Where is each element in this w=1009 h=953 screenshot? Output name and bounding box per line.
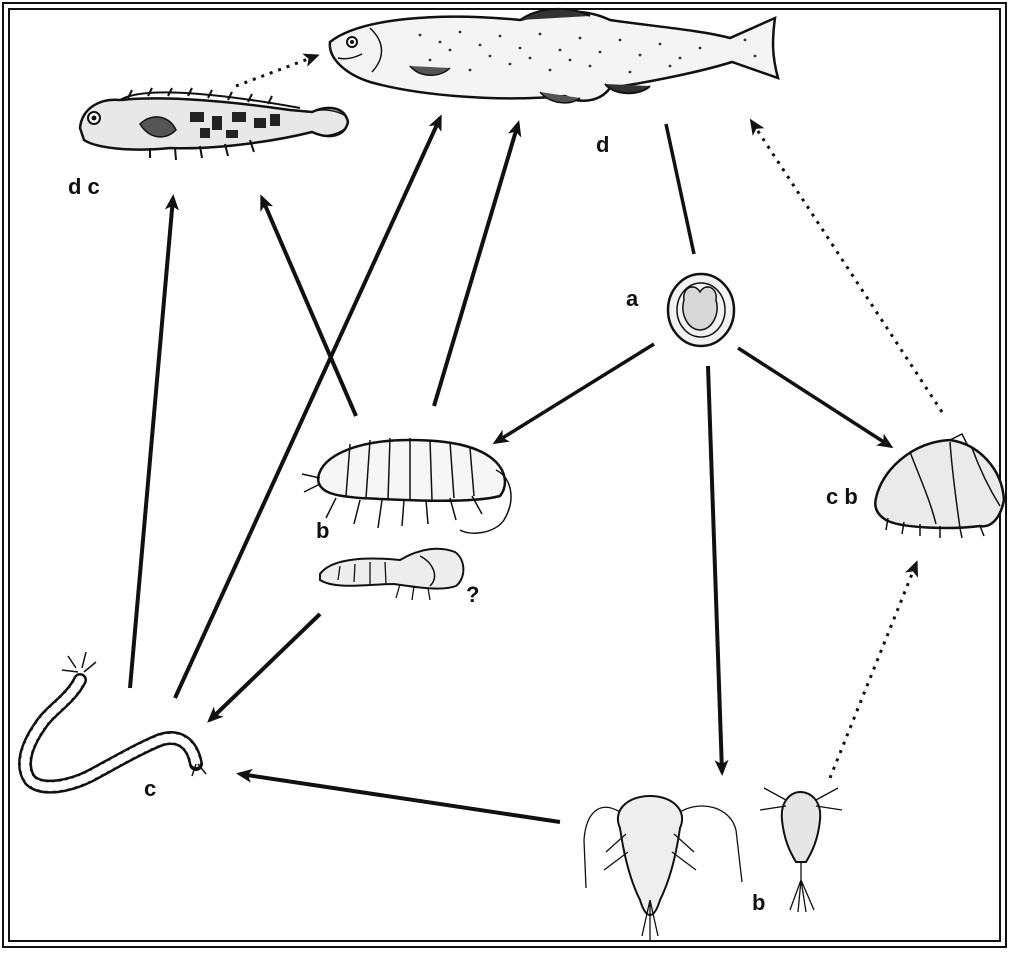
salmon-illustration <box>330 9 778 103</box>
shrimp-illustration <box>320 549 463 600</box>
arrow-egg-copepod <box>708 366 722 772</box>
label-egg: a <box>626 286 639 311</box>
label-copepods: b <box>752 890 765 915</box>
label-barnacle: c b <box>826 484 858 509</box>
egg-illustration <box>668 274 734 346</box>
worm-illustration <box>25 652 206 787</box>
arrow-copepod-worm <box>240 774 560 822</box>
label-amphipod: b <box>316 518 329 543</box>
label-blenny: d c <box>68 174 100 199</box>
shrimp-question-mark: ? <box>466 582 479 607</box>
arrow-amphipod-blenny <box>262 198 356 416</box>
feeding-arrows <box>130 56 942 822</box>
arrow-shrimp-worm <box>210 614 320 720</box>
label-salmon: d <box>596 132 609 157</box>
label-worm: c <box>144 776 156 801</box>
copepod-larva-illustration <box>584 796 742 940</box>
arrow-worm-salmon <box>175 118 440 698</box>
copepod-adult-illustration <box>760 788 842 912</box>
arrow-egg-barnacle <box>738 348 890 446</box>
amphipod-illustration <box>302 438 511 533</box>
arrow-salmon-egg <box>666 124 694 254</box>
arrow-amphipod-salmon <box>434 124 518 406</box>
dotted-arrow-barnacle-salmon <box>752 122 942 412</box>
dotted-arrow-blenny-salmon <box>236 56 316 86</box>
barnacle-illustration <box>875 434 1004 538</box>
arrow-egg-amphipod <box>496 344 654 442</box>
dotted-arrow-copepod-barnacle <box>830 564 916 778</box>
arrow-worm-blenny <box>130 198 173 688</box>
blenny-illustration <box>80 88 348 160</box>
